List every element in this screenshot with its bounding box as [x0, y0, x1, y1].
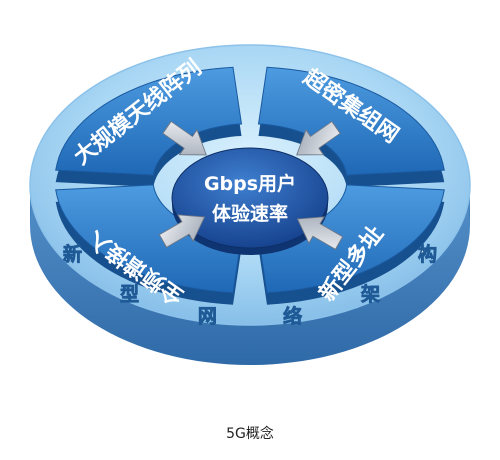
ring-label-char: 架 — [360, 284, 380, 306]
segment-top-left — [55, 66, 243, 176]
figure-caption: 5G概念 — [226, 426, 274, 442]
center-label-line2: 体验速率 — [212, 202, 288, 225]
segment-top-right — [257, 66, 445, 176]
ring-label-char: 络 — [283, 305, 302, 328]
ring-label-char: 构 — [418, 243, 437, 266]
ring-label: 新型网 络 架 构 — [63, 242, 438, 328]
5g-concept-diagram: 大规模天线阵列 超密集组网 全频谱接入 新型多址 Gbps用户 体验速率 新型网… — [29, 44, 471, 365]
ring-segments — [55, 66, 445, 305]
ring-label-char: 网 — [198, 306, 217, 328]
center-disc — [171, 147, 329, 255]
center-label-line1: Gbps用户 — [204, 172, 296, 195]
arrow-top-left — [162, 120, 207, 156]
arrows — [158, 120, 344, 250]
ring-label-char: 新 — [63, 243, 82, 266]
ring-label-char: 型 — [120, 283, 139, 306]
arrow-bottom-left — [158, 214, 206, 248]
arrow-bottom-right — [296, 216, 344, 250]
arrow-top-right — [296, 120, 341, 156]
